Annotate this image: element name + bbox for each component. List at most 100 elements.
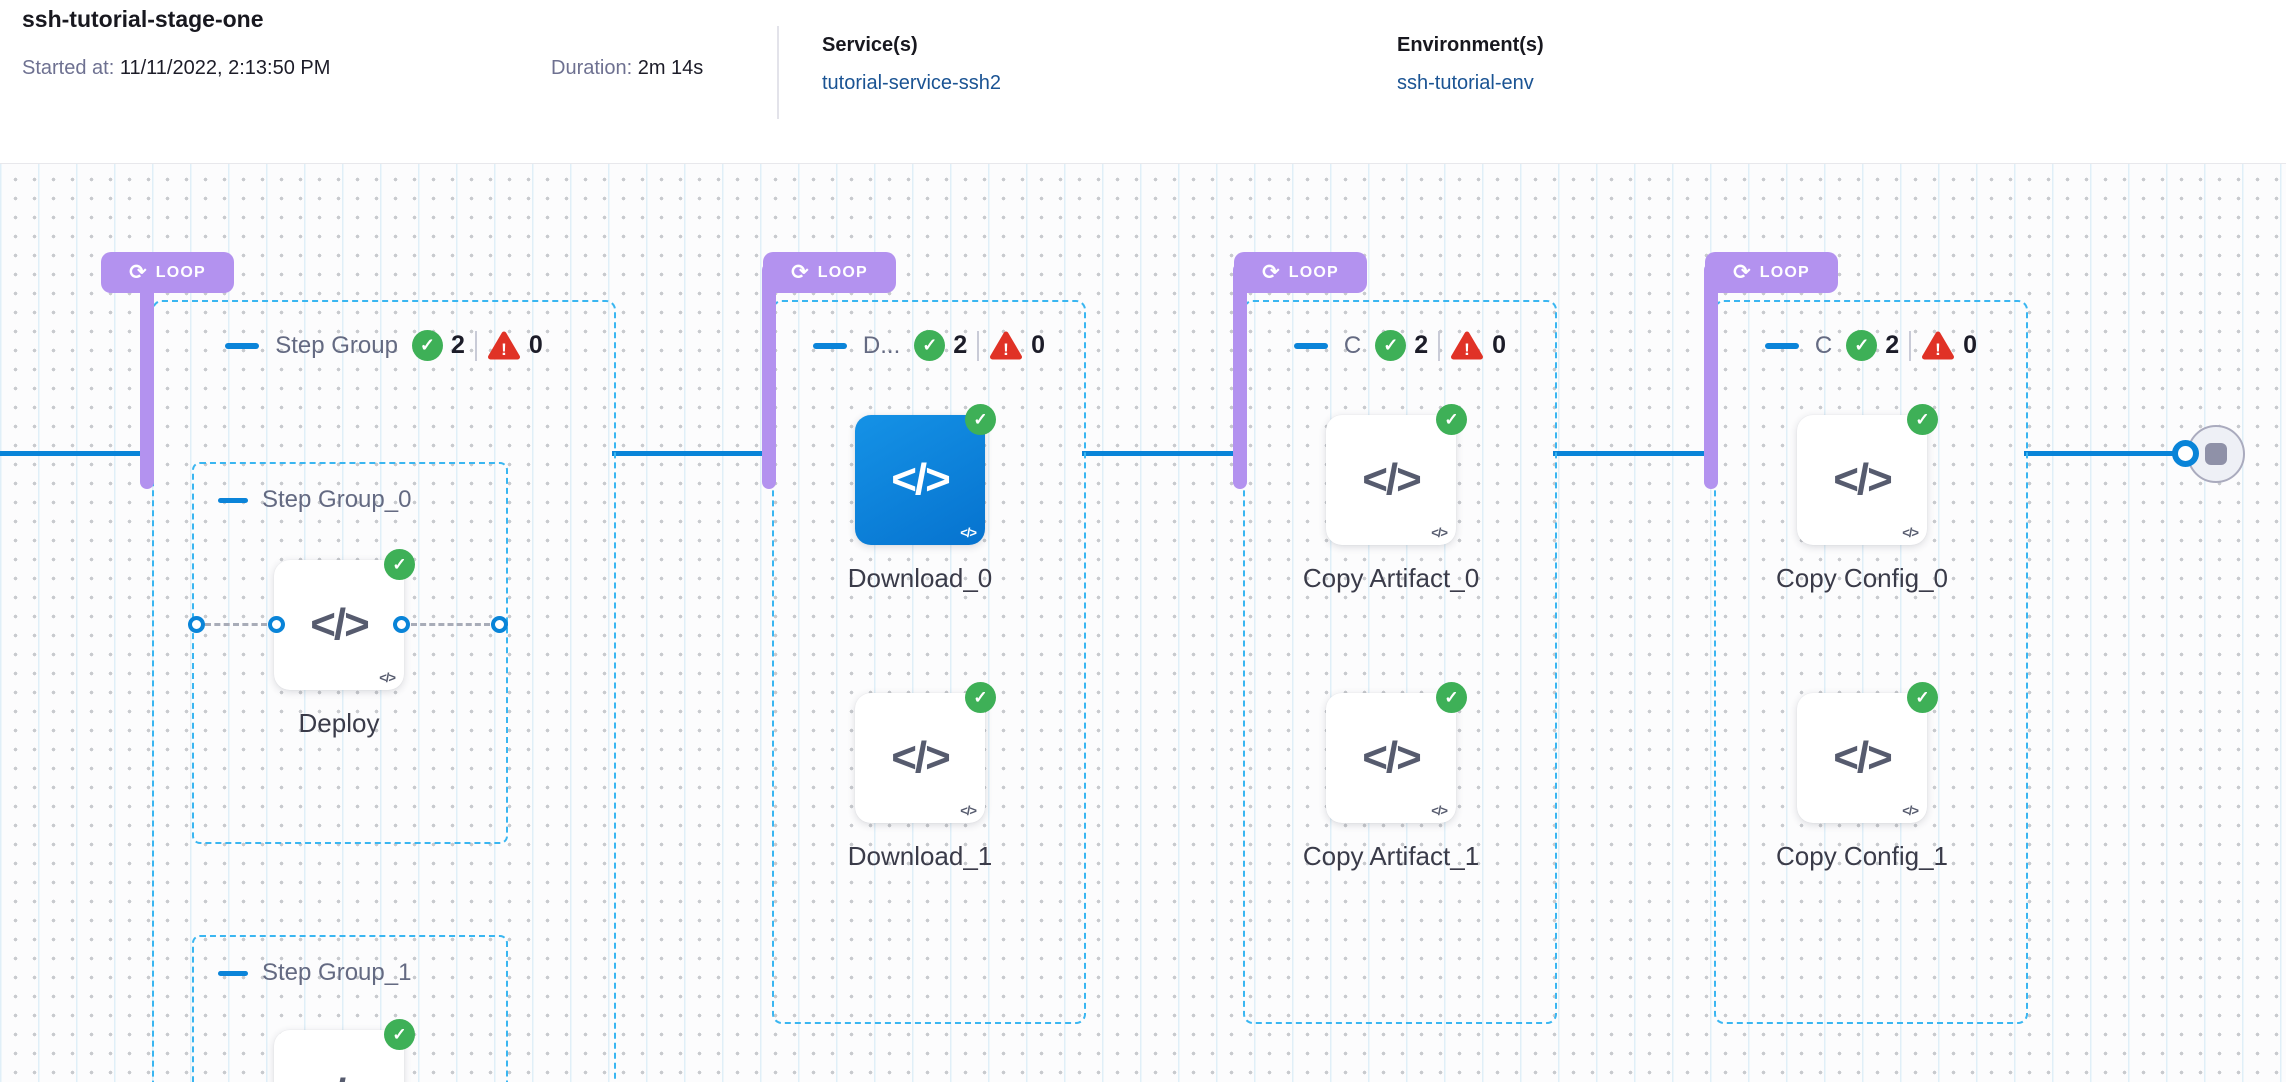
step-label: Download_0: [847, 563, 993, 593]
step-label: Download_1: [847, 841, 993, 871]
connector-line: [2024, 451, 2175, 456]
started-at-label: Started at:: [22, 57, 115, 79]
step-label: Copy Config_0: [1776, 563, 1948, 593]
loop-badge: ⟳ LOOP: [763, 252, 896, 293]
connector-dot: [393, 616, 410, 633]
stage-title: ssh-tutorial-stage-one: [22, 6, 264, 32]
warning-glyph: !: [1464, 340, 1470, 359]
dashed-connector: [205, 623, 267, 626]
loop-badge: ⟳ LOOP: [101, 252, 234, 293]
loop-group-copy-artifact: C ✓ 2 ! 0 </> </> ✓ Copy Artifact_0: [1243, 300, 1557, 1024]
count-divider: [474, 330, 477, 361]
step-copy-artifact-0: </> </> ✓ Copy Artifact_0: [1303, 404, 1479, 593]
group-name: C: [1343, 331, 1362, 359]
duration-label: Duration:: [551, 57, 633, 79]
step-label: Copy Config_1: [1776, 841, 1948, 871]
pipeline-canvas: ⟳ LOOP ⟳ LOOP ⟳ LOOP ⟳ LOOP Step Group ✓…: [0, 163, 2286, 1082]
loop-group-step-group: Step Group ✓ 2 ! 0 Step Group_0: [152, 300, 616, 1082]
code-icon: </>: [1833, 733, 1893, 782]
loop-icon: ⟳: [129, 260, 147, 284]
step-group-0-box: Step Group_0 </> </> ✓ Deploy: [188, 462, 508, 844]
step-label: Deploy: [298, 708, 380, 738]
warning-triangle-icon: !: [990, 331, 1023, 360]
group-header: C ✓ 2 ! 0: [1245, 330, 1555, 361]
code-small-icon: </>: [1902, 525, 1919, 540]
loop-badge-label: LOOP: [817, 263, 868, 281]
step-deploy: </> </> ✓ Deploy: [274, 549, 415, 738]
stage-header: ssh-tutorial-stage-one Started at: 11/11…: [0, 0, 2286, 163]
loop-group-download: D... ✓ 2 ! 0 </> </> ✓ Download_0: [772, 300, 1086, 1024]
check-glyph: ✓: [419, 335, 436, 355]
check-glyph: ✓: [973, 687, 988, 707]
loop-badge-label: LOOP: [1759, 263, 1810, 281]
stop-square-icon: [2205, 443, 2227, 465]
group-header: C ✓ 2 ! 0: [1716, 330, 2026, 361]
step-node-download-0[interactable]: </> </> ✓: [855, 404, 996, 545]
collapse-dash-icon[interactable]: [218, 970, 248, 976]
code-icon: </>: [891, 455, 951, 504]
step-node[interactable]: </> ✓: [274, 1019, 415, 1082]
loop-badge: ⟳ LOOP: [1234, 252, 1367, 293]
environment-link[interactable]: ssh-tutorial-env: [1397, 72, 1534, 94]
step-node-deploy[interactable]: </> </> ✓: [274, 549, 415, 690]
step-label: Copy Artifact_1: [1302, 841, 1480, 871]
success-count: 2: [1414, 331, 1429, 359]
success-check-icon: ✓: [1375, 330, 1407, 361]
step-node-copy-artifact-0[interactable]: </> </> ✓: [1326, 404, 1467, 545]
step-node-download-1[interactable]: </> </> ✓: [855, 682, 996, 823]
collapse-dash-icon[interactable]: [218, 497, 248, 503]
count-divider: [1909, 330, 1912, 361]
error-count: 0: [1031, 331, 1046, 359]
collapse-dash-icon[interactable]: [1764, 342, 1799, 349]
success-count: 2: [1885, 331, 1900, 359]
step-copy-artifact-1: </> </> ✓ Copy Artifact_1: [1303, 682, 1479, 871]
group-header: D... ✓ 2 ! 0: [774, 330, 1084, 361]
connector-dot: [2172, 440, 2199, 467]
step-group-name: Step Group_1: [262, 959, 412, 986]
step-node-copy-config-1[interactable]: </> </> ✓: [1797, 682, 1938, 823]
warning-triangle-icon: !: [487, 331, 520, 360]
code-icon: </>: [310, 1070, 370, 1082]
check-glyph: ✓: [973, 409, 988, 429]
step-download-1: </> </> ✓ Download_1: [848, 682, 996, 871]
group-header: Step Group ✓ 2 ! 0: [154, 330, 614, 361]
code-small-icon: </>: [1902, 803, 1919, 818]
connector-line: [0, 451, 152, 456]
collapse-dash-icon[interactable]: [812, 342, 847, 349]
loop-tail: [140, 263, 154, 489]
loop-icon: ⟳: [1262, 260, 1280, 284]
collapse-dash-icon[interactable]: [225, 342, 260, 349]
connector-line: [1082, 451, 1234, 456]
step-partial: </> ✓: [274, 1019, 415, 1082]
code-small-icon: </>: [960, 803, 977, 818]
step-group-name: Step Group_0: [262, 486, 412, 513]
success-count: 2: [450, 331, 465, 359]
step-label: Copy Artifact_0: [1302, 563, 1480, 593]
service-link[interactable]: tutorial-service-ssh2: [822, 72, 1001, 94]
step-node-copy-artifact-1[interactable]: </> </> ✓: [1326, 682, 1467, 823]
collapse-dash-icon[interactable]: [1293, 342, 1328, 349]
code-icon: </>: [1833, 455, 1893, 504]
services-label: Service(s): [822, 34, 918, 56]
count-divider: [1438, 330, 1441, 361]
code-icon: </>: [1362, 733, 1422, 782]
loop-badge: ⟳ LOOP: [1705, 252, 1838, 293]
success-check-icon: ✓: [384, 1019, 415, 1050]
duration-value: 2m 14s: [637, 57, 704, 79]
step-copy-config-1: </> </> ✓ Copy Config_1: [1776, 682, 1948, 871]
duration: Duration: 2m 14s: [551, 57, 703, 80]
connector-dot: [268, 616, 285, 633]
loop-badge-label: LOOP: [155, 263, 206, 281]
step-group-header: Step Group_0: [218, 486, 411, 514]
started-at: Started at: 11/11/2022, 2:13:50 PM: [22, 57, 330, 80]
loop-tail: [1704, 263, 1718, 489]
count-divider: [977, 330, 980, 361]
connector-line: [612, 451, 763, 456]
step-node-copy-config-0[interactable]: </> </> ✓: [1797, 404, 1938, 545]
connector-line: [1553, 451, 1705, 456]
loop-group-copy-config: C ✓ 2 ! 0 </> </> ✓ Copy Config_0: [1714, 300, 2028, 1024]
success-check-icon: ✓: [914, 330, 946, 361]
code-icon: </>: [891, 733, 951, 782]
success-check-icon: ✓: [965, 404, 996, 435]
dashed-connector: [411, 623, 490, 626]
